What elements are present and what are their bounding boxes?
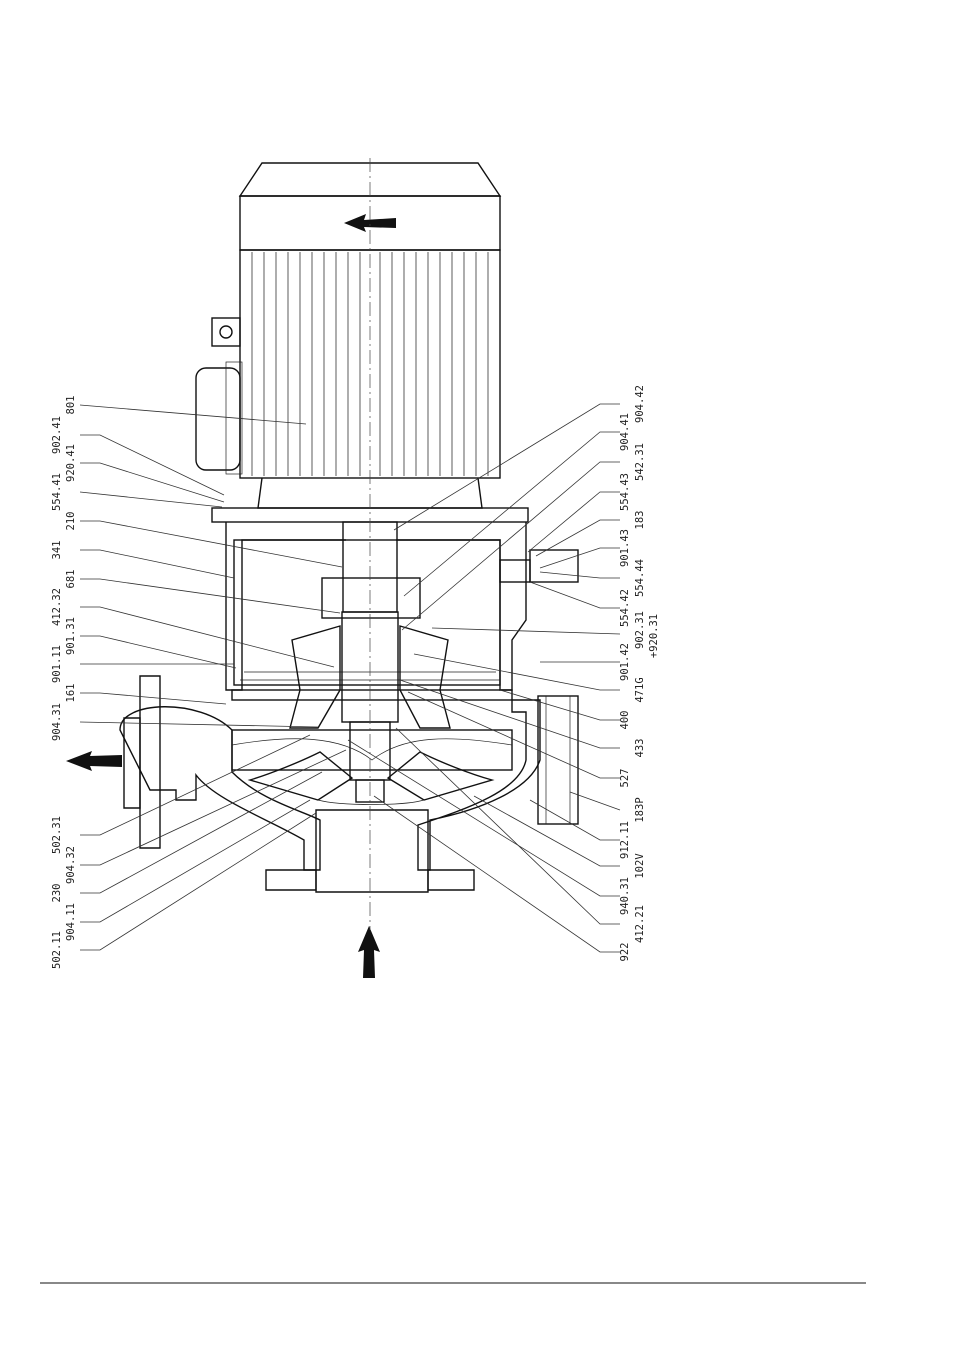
part-label: 554.44 xyxy=(634,559,646,597)
leader-lines-left xyxy=(80,405,346,950)
part-label: 904.42 xyxy=(634,385,646,423)
part-label: 210 xyxy=(65,512,77,531)
part-label: +920.31 xyxy=(648,614,660,658)
part-label: 471G xyxy=(634,677,646,702)
motor xyxy=(196,163,500,508)
part-label: 940.31 xyxy=(619,877,631,915)
part-label: 554.43 xyxy=(619,473,631,511)
part-label: 502.31 xyxy=(51,816,63,854)
part-label: 542.31 xyxy=(634,443,646,481)
part-label: 904.32 xyxy=(65,846,77,884)
part-label: 412.32 xyxy=(51,588,63,626)
part-label: 161 xyxy=(65,684,77,703)
part-label: 341 xyxy=(51,541,63,560)
part-label: 527 xyxy=(619,769,631,788)
part-label: 183 xyxy=(634,511,646,530)
part-label: 230 xyxy=(51,884,63,903)
part-label: 901.31 xyxy=(65,617,77,655)
part-label: 433 xyxy=(634,739,646,758)
part-label: 183P xyxy=(634,797,646,822)
part-label: 902.31 xyxy=(634,611,646,649)
part-label: 922 xyxy=(619,943,631,962)
part-labels-left: 801 902.41 920.41 554.41 210 341 681 412… xyxy=(51,396,77,969)
part-labels-right: 904.42 904.41 542.31 554.43 183 901.43 5… xyxy=(619,385,660,961)
part-label: 920.41 xyxy=(65,444,77,482)
part-label: 681 xyxy=(65,570,77,589)
part-label: 901.42 xyxy=(619,643,631,681)
part-label: 102V xyxy=(634,853,646,879)
part-label: 904.11 xyxy=(65,903,77,941)
part-label: 412.21 xyxy=(634,905,646,943)
discharge-arrow-icon xyxy=(66,751,122,771)
part-label: 400 xyxy=(619,711,631,730)
part-label: 554.42 xyxy=(619,589,631,627)
part-label: 904.41 xyxy=(619,413,631,451)
part-label: 901.11 xyxy=(51,645,63,683)
pump-casing xyxy=(120,676,578,892)
part-label: 554.41 xyxy=(51,473,63,511)
part-label: 801 xyxy=(65,396,77,415)
suction-arrow-icon xyxy=(358,926,380,978)
part-label: 502.11 xyxy=(51,931,63,969)
part-label: 904.31 xyxy=(51,703,63,741)
shaft xyxy=(322,522,420,802)
part-label: 912.11 xyxy=(619,821,631,859)
leader-lines-right xyxy=(348,404,620,952)
casing-cover xyxy=(232,626,512,728)
part-label: 902.41 xyxy=(51,416,63,454)
part-label: 901.43 xyxy=(619,529,631,567)
motor-lantern xyxy=(212,508,578,690)
